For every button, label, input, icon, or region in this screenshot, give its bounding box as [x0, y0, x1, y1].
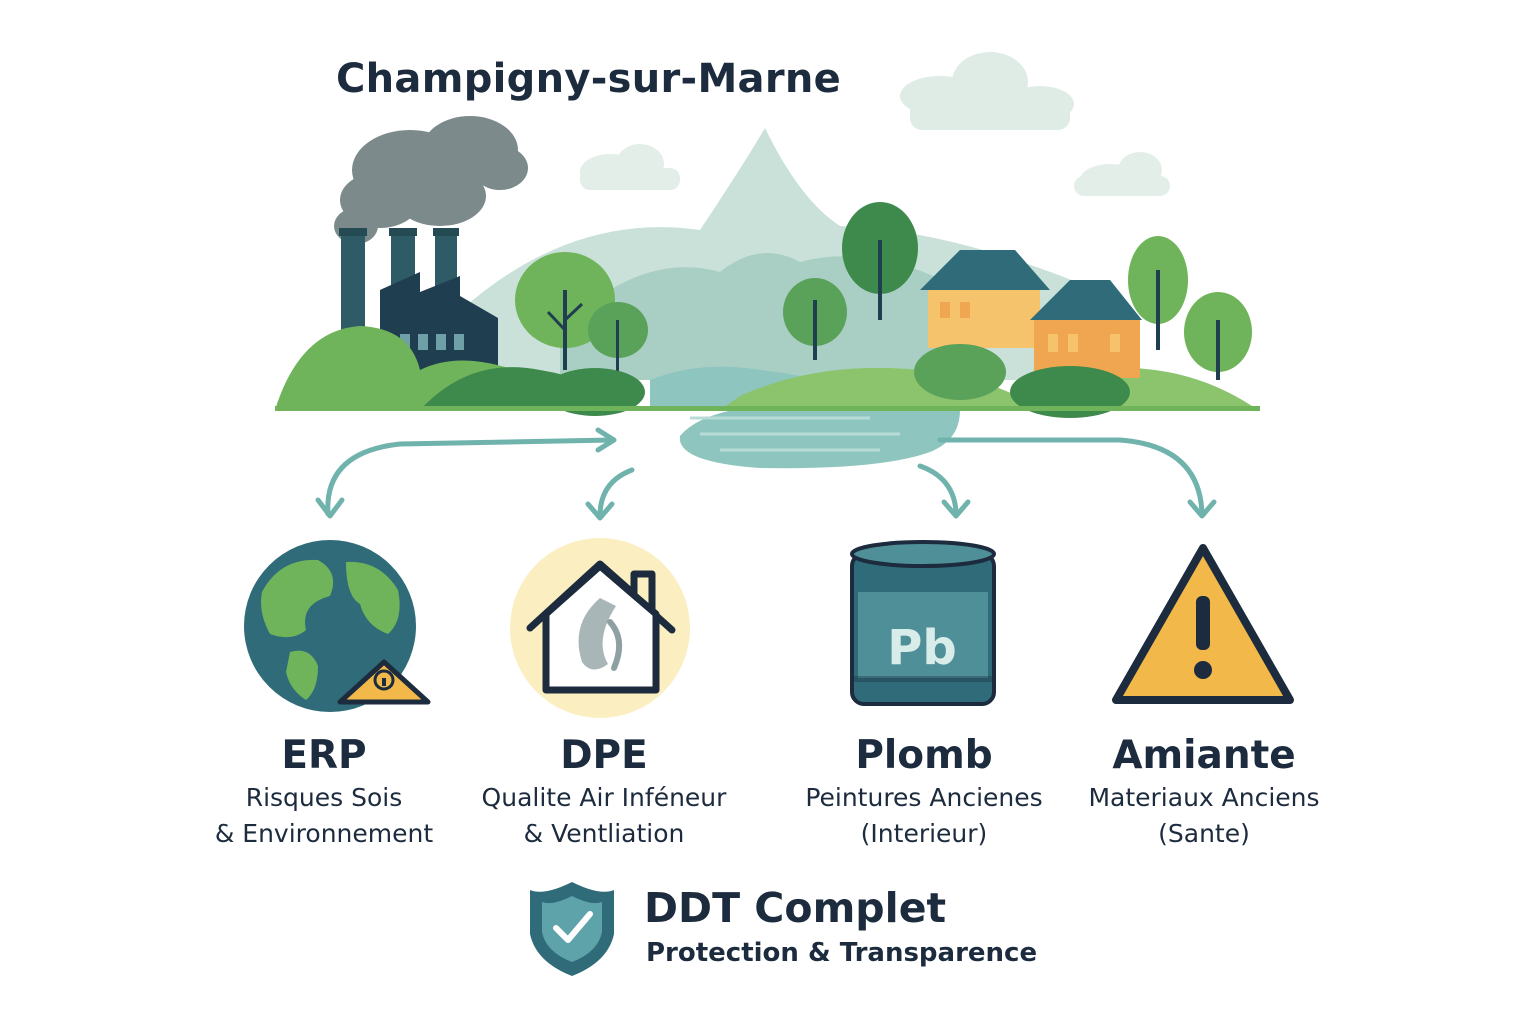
tree	[1184, 292, 1252, 380]
tree	[1128, 236, 1188, 350]
paint-can-label: Pb	[887, 620, 957, 676]
card-subtitle-line-2: & Environnement	[214, 819, 434, 848]
card-plomb: Plomb Peintures Ancienes (Interieur)	[774, 732, 1074, 852]
card-amiante: Amiante Materiaux Anciens (Sante)	[1054, 732, 1354, 852]
card-erp: ERP Risques Sois & Environnement	[174, 732, 474, 852]
footer-title: DDT Complet	[644, 884, 947, 932]
card-subtitle-line-1: Qualite Air Inféneur	[481, 783, 727, 812]
cloud-icon	[1074, 152, 1170, 196]
house-air-icon	[510, 538, 690, 718]
card-subtitle-line-2: (Interieur)	[860, 819, 988, 848]
card-dpe: DPE Qualite Air Inféneur & Ventliation	[454, 732, 754, 852]
card-subtitle-line-1: Risques Sois	[245, 783, 403, 812]
tree	[842, 202, 918, 320]
tree	[783, 278, 847, 360]
card-subtitle-line-2: (Sante)	[1158, 819, 1250, 848]
card-subtitle-line-1: Peintures Ancienes	[805, 783, 1043, 812]
shield-check-icon	[530, 882, 614, 976]
card-subtitle-line-2: & Ventliation	[523, 819, 685, 848]
page-title: Champigny-sur-Marne	[336, 56, 842, 102]
warning-triangle-icon	[1112, 544, 1294, 704]
card-subtitle-line-1: Materiaux Anciens	[1088, 783, 1320, 812]
house	[920, 250, 1050, 348]
card-title: ERP	[281, 733, 367, 778]
card-title: Amiante	[1112, 733, 1296, 778]
flow-arrows	[315, 427, 1217, 521]
smoke-cloud-icon	[334, 116, 528, 244]
card-title: DPE	[560, 733, 648, 778]
cloud-icon	[900, 52, 1074, 130]
card-title: Plomb	[855, 733, 993, 778]
globe-warning-icon	[244, 540, 431, 712]
paint-can-lead-icon	[850, 540, 996, 706]
footer-subtitle: Protection & Transparence	[646, 938, 1038, 968]
tree	[588, 302, 648, 380]
cloud-icon	[580, 144, 680, 190]
